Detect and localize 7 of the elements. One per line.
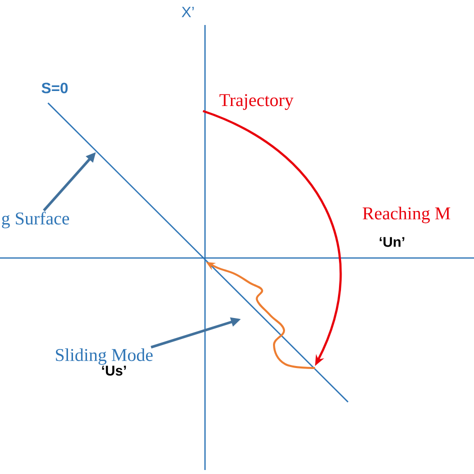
annotation-text: Sliding Mode ‘Us’: [56, 348, 153, 376]
annotation-text: g Surface: [2, 212, 70, 228]
curve-label: Trajectory: [220, 94, 294, 110]
surface-equation: S=0: [42, 82, 68, 94]
control-label: ‘Un’: [380, 237, 404, 247]
curve-label: Reaching M: [362, 206, 450, 224]
axis-label: X’: [182, 6, 194, 18]
